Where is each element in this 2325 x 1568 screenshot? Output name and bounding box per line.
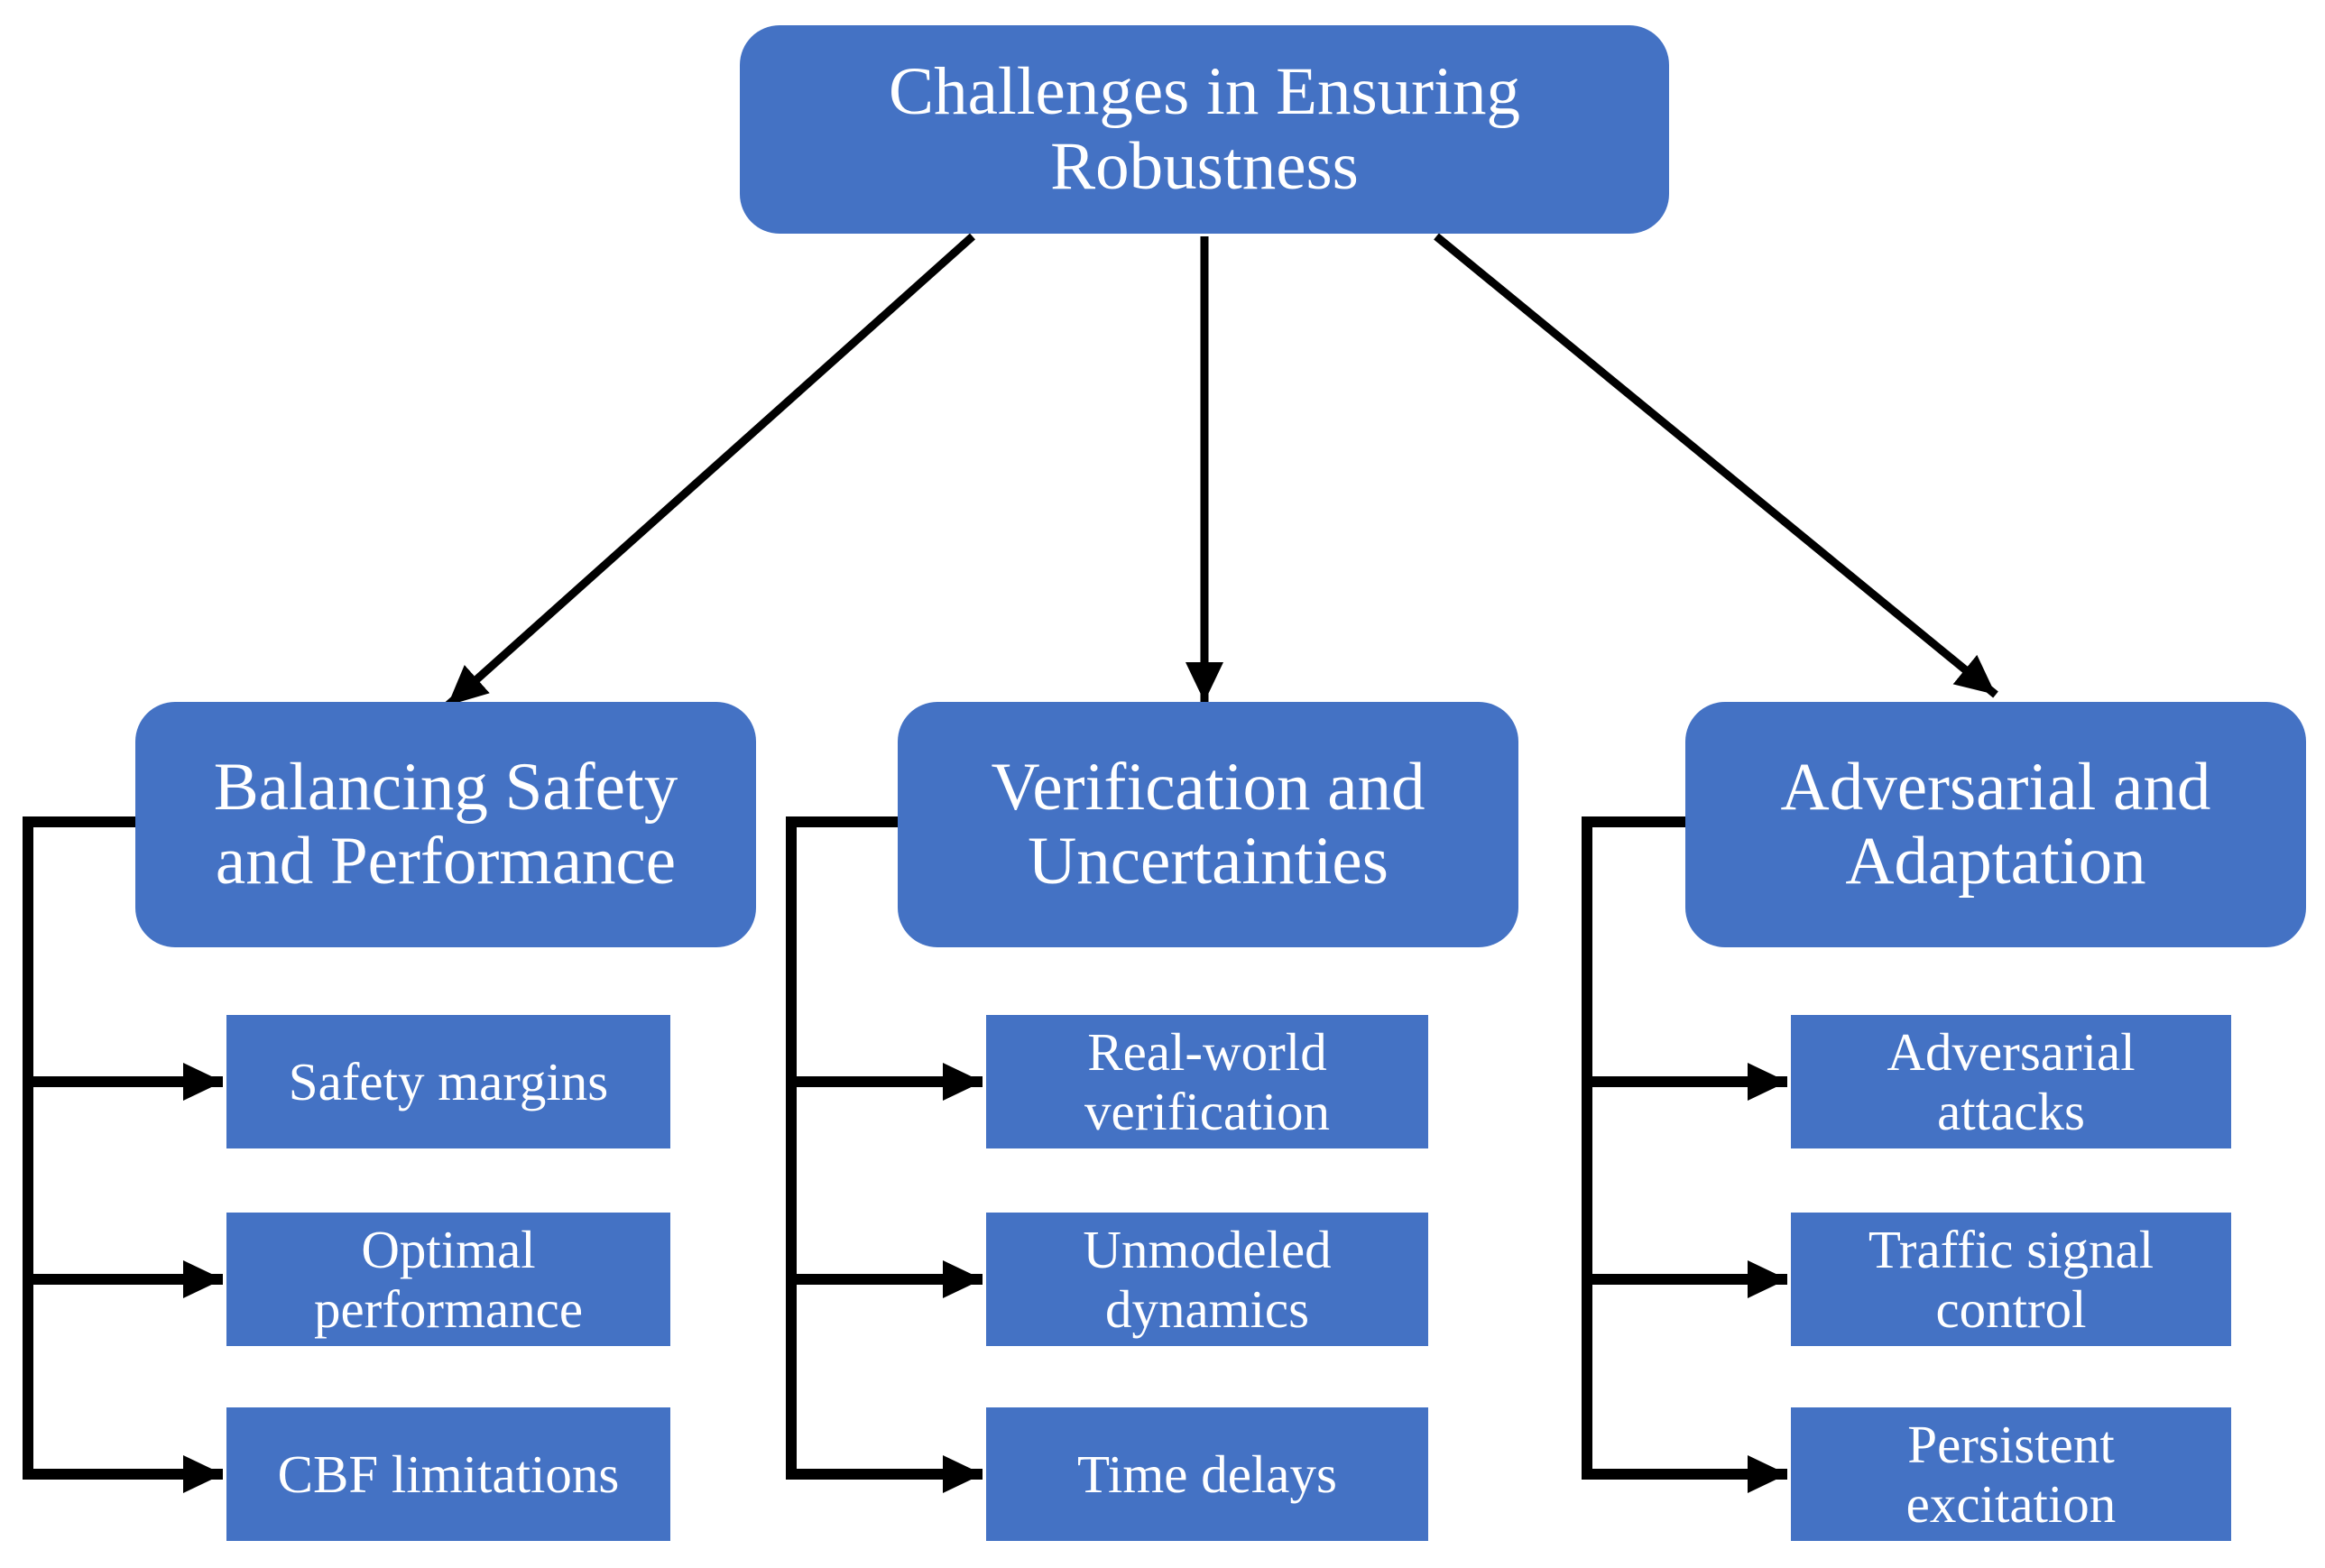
- child-node-label-line: Optimal: [361, 1219, 536, 1279]
- child-node-label-line: Safety margins: [288, 1051, 609, 1111]
- child-node-persistent-excitation: Persistent excitation: [1791, 1407, 2231, 1541]
- root-node: Challenges in Ensuring Robustness: [740, 25, 1669, 234]
- child-node-unmodeled-dynamics: Unmodeled dynamics: [986, 1213, 1428, 1346]
- child-node-real-world-verification: Real-world verification: [986, 1015, 1428, 1148]
- branch-node-label-line: Adaptation: [1845, 824, 2146, 899]
- child-node-label-line: CBF limitations: [277, 1443, 620, 1504]
- child-node-label-line: Traffic signal: [1868, 1219, 2154, 1279]
- branch-node-label-line: and Performance: [215, 824, 677, 899]
- branch-node-adversarial: Adversarial and Adaptation: [1685, 702, 2306, 947]
- child-node-cbf-limitations: CBF limitations: [226, 1407, 670, 1541]
- root-to-branch-2-arrow: [1434, 233, 1998, 698]
- child-node-label-line: Real-world: [1087, 1021, 1327, 1082]
- root-node-label-line: Robustness: [1050, 128, 1359, 204]
- child-node-label-line: excitation: [1905, 1474, 2117, 1534]
- branch-2-elbow-connector: [1582, 816, 1787, 1493]
- child-node-label-line: Time delays: [1077, 1443, 1337, 1504]
- child-node-label-line: Persistent: [1907, 1414, 2115, 1474]
- child-node-label-line: Unmodeled: [1083, 1219, 1332, 1279]
- child-node-adversarial-attacks: Adversarial attacks: [1791, 1015, 2231, 1148]
- branch-node-label-line: Adversarial and: [1780, 749, 2211, 825]
- branch-node-label-line: Verification and: [991, 749, 1425, 825]
- child-node-traffic-signal-control: Traffic signal control: [1791, 1213, 2231, 1346]
- branch-0-elbow-connector: [23, 816, 223, 1493]
- child-node-label-line: Adversarial: [1887, 1021, 2136, 1082]
- branch-node-label-line: Uncertainties: [1028, 824, 1389, 899]
- child-node-label-line: attacks: [1937, 1082, 2085, 1141]
- child-node-label-line: performance: [313, 1279, 584, 1339]
- branch-node-verification: Verification and Uncertainties: [898, 702, 1518, 947]
- child-node-label-line: control: [1935, 1279, 2087, 1339]
- child-node-label-line: dynamics: [1104, 1279, 1310, 1339]
- root-node-label-line: Challenges in Ensuring: [889, 54, 1520, 129]
- branch-node-label-line: Balancing Safety: [213, 749, 678, 825]
- child-node-optimal-performance: Optimal performance: [226, 1213, 670, 1346]
- root-to-branch-0-arrow: [445, 233, 975, 709]
- branch-1-elbow-connector: [786, 816, 983, 1493]
- child-node-time-delays: Time delays: [986, 1407, 1428, 1541]
- child-node-safety-margins: Safety margins: [226, 1015, 670, 1148]
- branch-node-balancing-safety: Balancing Safety and Performance: [135, 702, 756, 947]
- child-node-label-line: verification: [1084, 1082, 1330, 1141]
